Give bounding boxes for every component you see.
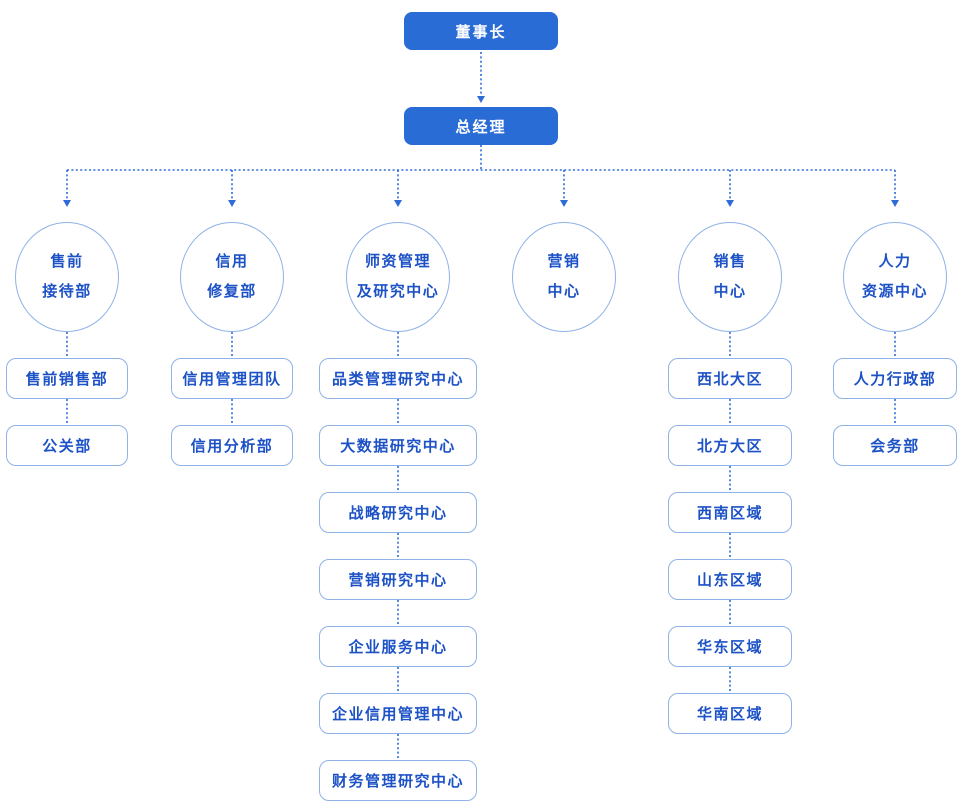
sub-department-box: 人力行政部 bbox=[833, 358, 957, 399]
department-label-line: 资源中心 bbox=[861, 283, 928, 300]
sub-department-box: 北方大区 bbox=[668, 425, 792, 466]
department-label-line: 信用 bbox=[215, 253, 249, 270]
sub-department-box: 财务管理研究中心 bbox=[319, 760, 477, 801]
sub-department-box: 西南区域 bbox=[668, 492, 792, 533]
sub-department-box: 战略研究中心 bbox=[319, 492, 477, 533]
department-label-line: 接待部 bbox=[42, 283, 92, 300]
sub-department-box: 山东区域 bbox=[668, 559, 792, 600]
sub-department-box: 会务部 bbox=[833, 425, 957, 466]
department-circle-faculty-research-center: 师资管理及研究中心 bbox=[346, 222, 450, 332]
chairman-node: 董事长 bbox=[404, 12, 558, 50]
department-circle-pre-sales-reception: 售前接待部 bbox=[15, 222, 119, 332]
department-label-line: 营销 bbox=[547, 253, 581, 270]
department-label-line: 中心 bbox=[713, 283, 747, 300]
sub-department-box: 华南区域 bbox=[668, 693, 792, 734]
department-label-line: 修复部 bbox=[207, 283, 257, 300]
sub-department-box: 公关部 bbox=[6, 425, 128, 466]
department-label-line: 售前 bbox=[50, 253, 84, 270]
sub-department-box: 华东区域 bbox=[668, 626, 792, 667]
general-manager-node: 总经理 bbox=[404, 107, 558, 145]
sub-department-box: 企业服务中心 bbox=[319, 626, 477, 667]
sub-department-box: 信用管理团队 bbox=[171, 358, 293, 399]
sub-department-box: 信用分析部 bbox=[171, 425, 293, 466]
sub-department-box: 营销研究中心 bbox=[319, 559, 477, 600]
sub-department-box: 品类管理研究中心 bbox=[319, 358, 477, 399]
department-label-line: 及研究中心 bbox=[356, 283, 440, 300]
sub-department-box: 西北大区 bbox=[668, 358, 792, 399]
sub-department-box: 企业信用管理中心 bbox=[319, 693, 477, 734]
sub-department-box: 售前销售部 bbox=[6, 358, 128, 399]
department-label-line: 销售 bbox=[713, 253, 747, 270]
department-circle-credit-repair: 信用修复部 bbox=[180, 222, 284, 332]
department-circle-sales-center: 销售中心 bbox=[678, 222, 782, 332]
department-label-line: 人力 bbox=[878, 253, 912, 270]
department-label-line: 中心 bbox=[547, 283, 581, 300]
department-label-line: 师资管理 bbox=[364, 253, 431, 270]
department-circle-hr-center: 人力资源中心 bbox=[843, 222, 947, 332]
department-circle-marketing-center: 营销中心 bbox=[512, 222, 616, 332]
sub-department-box: 大数据研究中心 bbox=[319, 425, 477, 466]
